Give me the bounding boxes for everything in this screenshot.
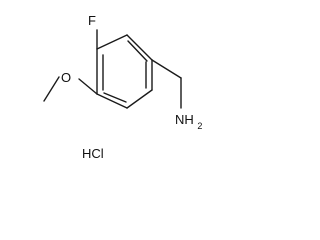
benzene-ring — [96, 34, 153, 109]
ch2-bond — [151, 59, 182, 79]
amine-subscript-label: 2 — [197, 121, 202, 131]
oxygen-label: O — [61, 70, 71, 85]
amine-main-label: NH — [175, 112, 194, 127]
oxygen-bond — [78, 78, 98, 95]
fluorine-label: F — [88, 13, 96, 28]
ring-double-bond-bottom — [103, 92, 127, 103]
ring-bond-bottom-left — [96, 93, 128, 109]
salt-label: HCl — [82, 146, 104, 161]
amine-label: NH 2 — [175, 112, 202, 131]
ring-bond-top-left — [96, 34, 128, 50]
ring-bond-bottom-right — [126, 89, 153, 109]
ring-double-bond-top-right — [127, 40, 148, 62]
ring-bond-top-right — [126, 34, 153, 61]
methyl-bond — [43, 76, 60, 102]
chemical-structure: F O NH 2 HCl — [43, 13, 202, 161]
